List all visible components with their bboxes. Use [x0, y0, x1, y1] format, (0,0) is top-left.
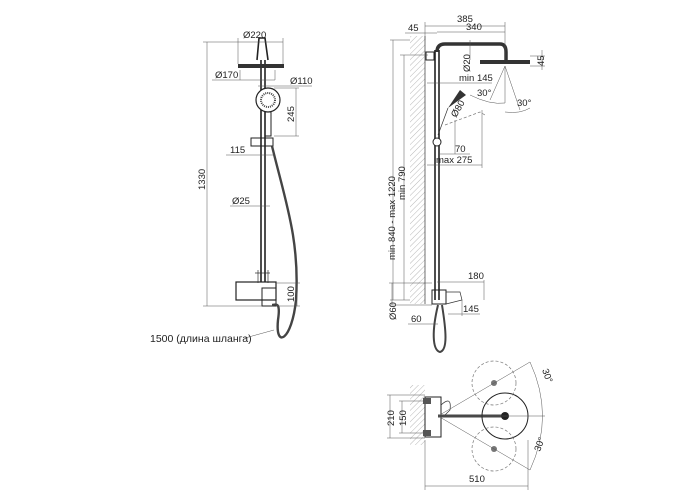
dim-pipe-diameter: Ø25 — [232, 196, 250, 207]
rain-head-side — [480, 60, 530, 64]
dim-hand-offset: 70 — [455, 144, 466, 155]
dim-mixer-depth: 145 — [463, 304, 479, 315]
dim-inlet-depth: 60 — [411, 314, 422, 325]
dim-height-range: min 840 - max 1220 — [387, 176, 398, 260]
hand-shower-handle — [264, 111, 272, 137]
rain-head — [238, 64, 284, 68]
dim-total-height: 1330 — [197, 169, 208, 190]
rotated-head-2 — [471, 426, 517, 472]
dim-arm-pipe: Ø20 — [462, 54, 473, 72]
dim-swivel-angle-1: 30° — [539, 367, 554, 384]
dim-min-hand-reach: min 145 — [459, 73, 493, 84]
dim-mixer-height: 100 — [286, 286, 297, 302]
slide-bracket — [250, 137, 274, 147]
head-arm — [256, 37, 269, 61]
hand-shower-side — [448, 90, 466, 108]
dim-head-inner: Ø170 — [215, 70, 238, 81]
hand-shower-head — [255, 87, 281, 113]
dim-overall-reach: 385 — [457, 14, 473, 25]
dim-tilt-angle-2: 30° — [517, 98, 532, 109]
dim-hand-diameter: Ø110 — [290, 76, 313, 87]
front-view: Ø220 Ø170 Ø110 245 115 Ø25 1330 100 1500… — [150, 30, 313, 345]
dim-hand-head: Ø80 — [449, 98, 468, 119]
dim-bracket-offset: 115 — [230, 145, 245, 156]
dim-max-hand-reach: max 275 — [436, 155, 472, 166]
wall-top — [410, 385, 425, 445]
dim-swivel-angle-2: 30° — [532, 436, 547, 453]
dim-total-reach: 510 — [469, 474, 485, 485]
wall — [410, 36, 425, 304]
shower-arm — [435, 42, 508, 60]
mixer-body — [235, 281, 277, 301]
side-view: 385 340 45 Ø20 45 min 145 30° 30° Ø80 70… — [387, 14, 547, 354]
top-view: 30° 30° 210 150 510 — [386, 360, 554, 490]
rotated-head-1 — [471, 360, 517, 406]
dim-wall-offset: 45 — [408, 23, 419, 34]
dim-inlet-diameter: Ø60 — [388, 302, 399, 320]
dim-head-diameter: Ø220 — [243, 30, 266, 41]
dim-hand-length: 245 — [286, 106, 297, 122]
dim-arm-length: 340 — [466, 22, 482, 33]
hose — [270, 145, 298, 339]
dim-mixer-reach: 180 — [468, 271, 484, 282]
dim-inlet-spacing: 150 — [398, 410, 409, 426]
dim-plate-width: 210 — [386, 410, 397, 426]
dim-head-height: 45 — [536, 55, 547, 66]
dim-tilt-angle-1: 30° — [477, 88, 492, 99]
hose-length-note: 1500 (длина шланга) — [150, 333, 252, 345]
dim-min-height: min 790 — [397, 166, 408, 200]
